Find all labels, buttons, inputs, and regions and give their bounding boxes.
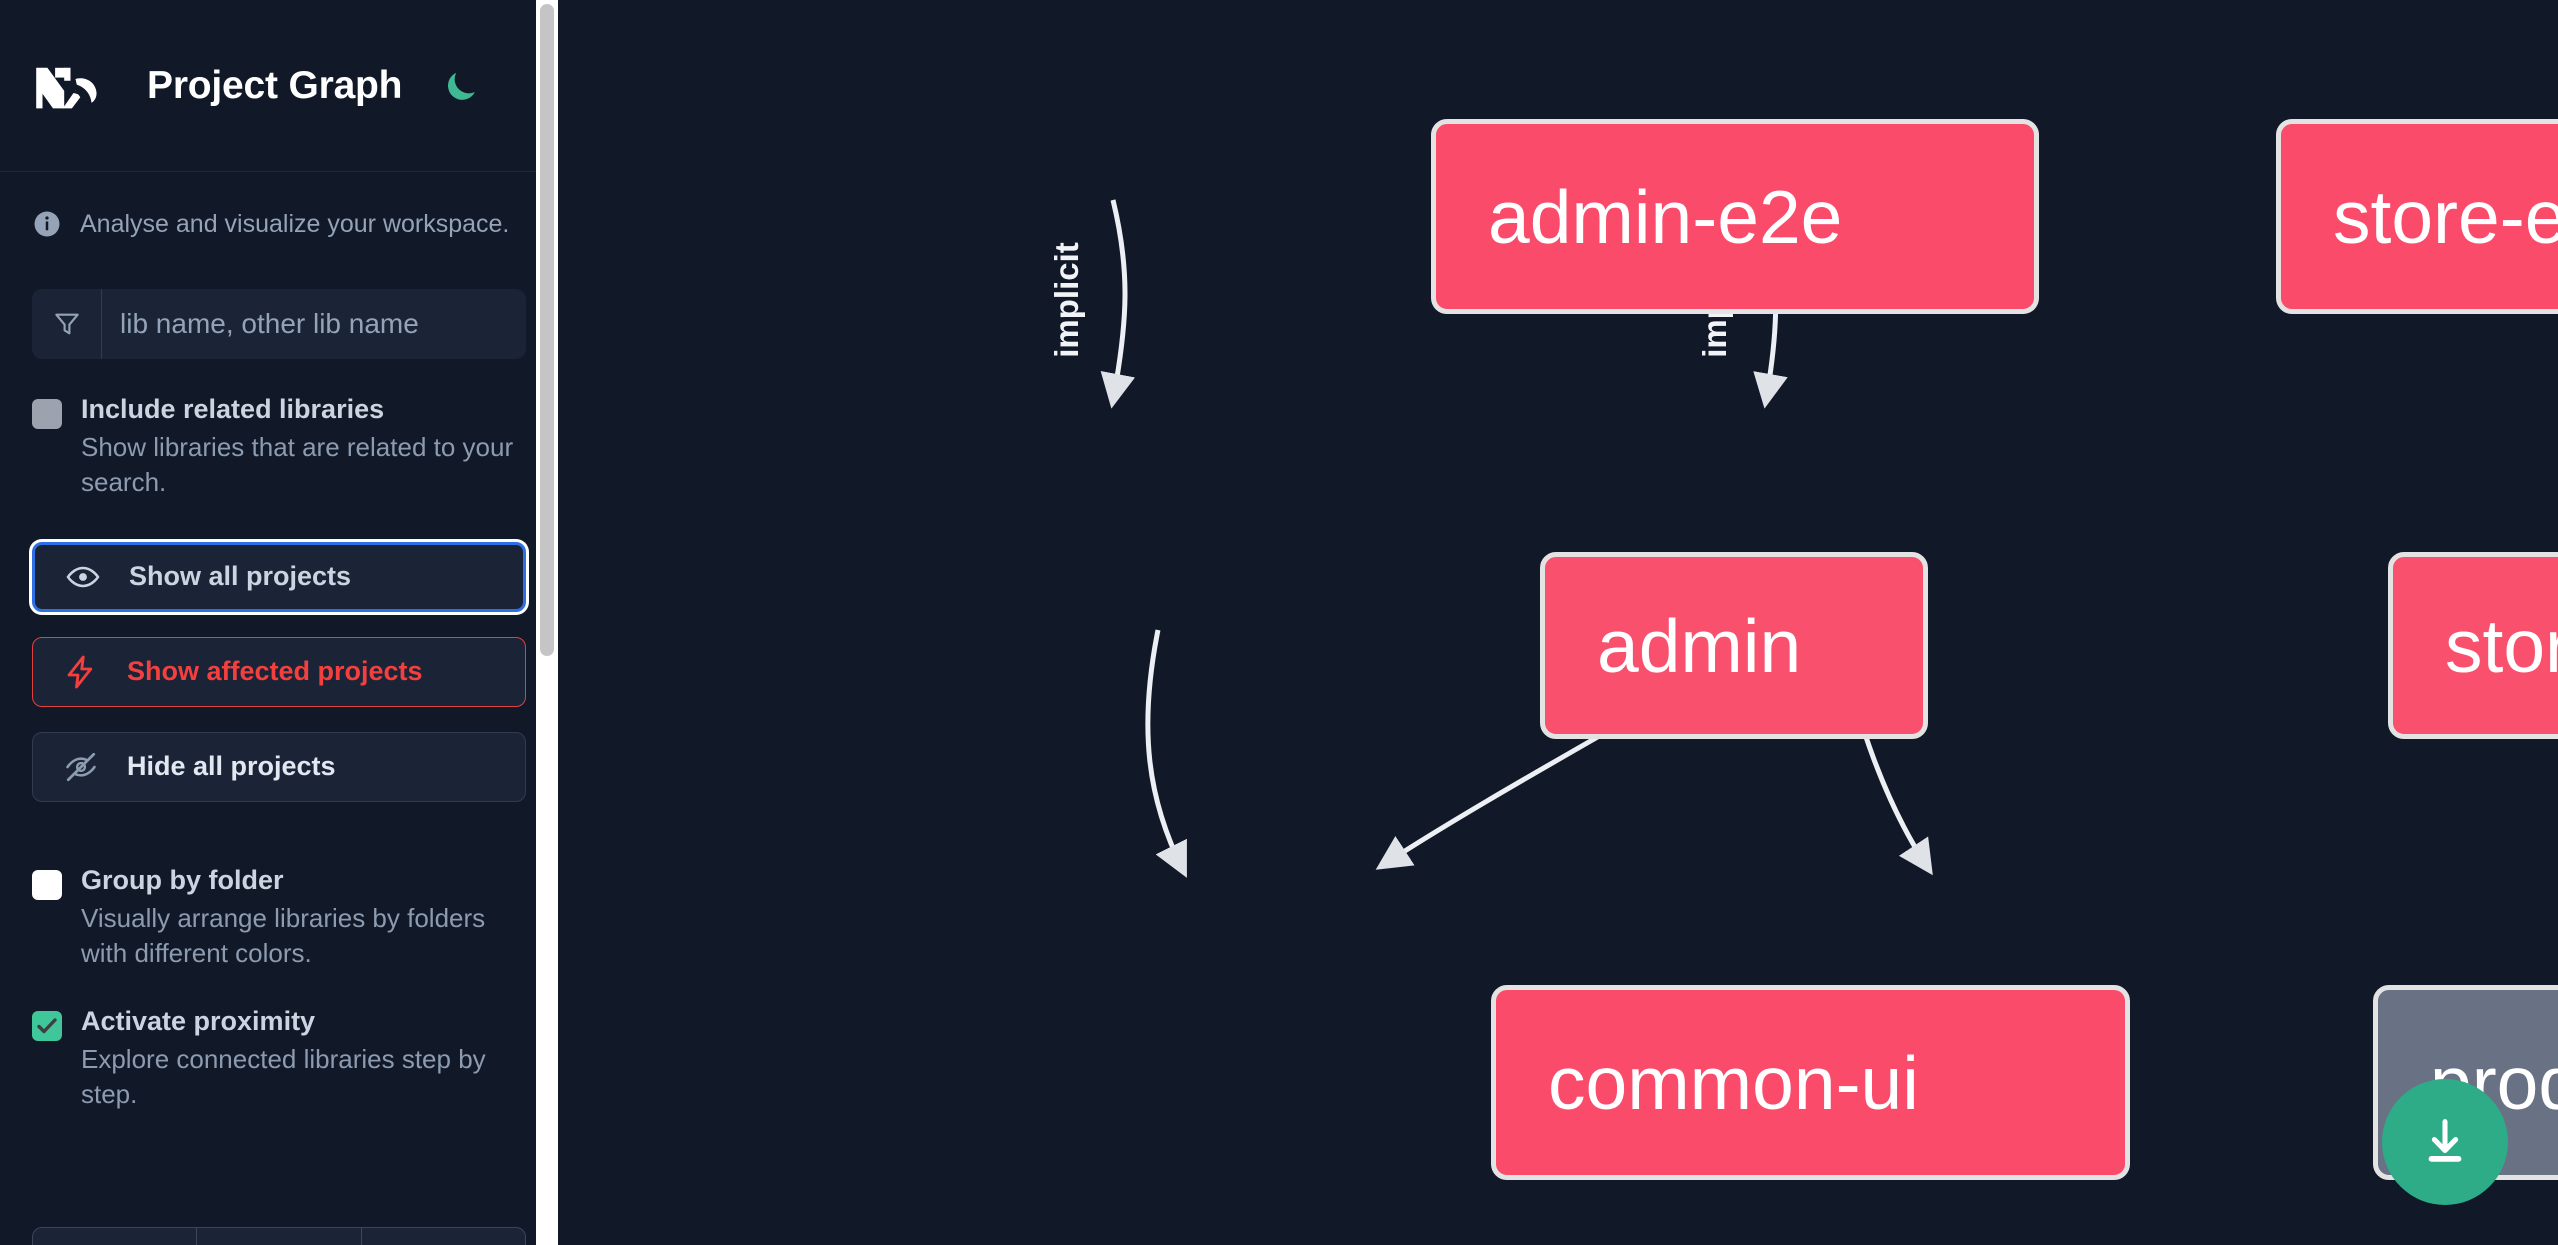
nx-logo-icon <box>32 58 116 114</box>
edge-admin-common-ui <box>1145 629 1187 878</box>
group-by-folder-checkbox[interactable] <box>32 869 62 900</box>
bottom-group-segment-1[interactable] <box>33 1228 198 1245</box>
sidebar: Project Graph Analy <box>0 0 558 1245</box>
analyse-hint: Analyse and visualize your workspace. <box>32 209 526 239</box>
filter-funnel-icon <box>32 289 102 359</box>
page-title: Project Graph <box>147 63 403 107</box>
checkbox-row-group-by-folder[interactable]: Group by folder Visually arrange librari… <box>32 864 526 971</box>
download-image-button[interactable] <box>2382 1079 2508 1205</box>
show-all-projects-button[interactable]: Show all projects <box>32 541 526 612</box>
activate-proximity-label: Activate proximity <box>81 1005 316 1036</box>
graph-node-label: store-e2e <box>2333 174 2558 259</box>
edge-admin-e2e-admin <box>1100 199 1136 409</box>
activate-proximity-checkbox[interactable] <box>32 1010 62 1041</box>
info-icon <box>32 209 62 239</box>
eye-off-icon <box>63 749 99 785</box>
include-related-libraries-description: Show libraries that are related to your … <box>81 431 514 497</box>
analyse-hint-text: Analyse and visualize your workspace. <box>80 209 510 238</box>
bottom-group-segment-2[interactable] <box>197 1228 362 1245</box>
show-affected-projects-label: Show affected projects <box>127 656 423 687</box>
checkbox-row-activate-proximity[interactable]: Activate proximity Explore connected lib… <box>32 1005 526 1112</box>
activate-proximity-description: Explore connected libraries step by step… <box>81 1043 486 1109</box>
graph-node-admin[interactable]: admin <box>1540 552 1928 739</box>
graph-node-label: admin <box>1597 603 1802 688</box>
bottom-button-group[interactable] <box>32 1227 526 1245</box>
sidebar-scroll-area[interactable]: Project Graph Analy <box>0 0 558 1245</box>
include-related-libraries-label: Include related libraries <box>81 394 385 424</box>
download-icon <box>2416 1112 2474 1173</box>
group-by-folder-label: Group by folder <box>81 864 284 895</box>
sidebar-scrollbar-thumb[interactable] <box>540 4 554 656</box>
show-affected-projects-button[interactable]: Show affected projects <box>32 636 526 707</box>
search-input[interactable] <box>102 289 526 359</box>
eye-icon <box>65 559 101 595</box>
project-graph-canvas[interactable]: implicit implicit admin-e2e store-e2e ad… <box>558 0 2558 1245</box>
edge-label-implicit-admin: implicit <box>1048 242 1085 358</box>
include-related-libraries-checkbox[interactable] <box>32 399 62 429</box>
hide-all-projects-button[interactable]: Hide all projects <box>32 731 526 802</box>
graph-node-common-ui[interactable]: common-ui <box>1491 985 2130 1180</box>
group-by-folder-description: Visually arrange libraries by folders wi… <box>81 902 486 968</box>
graph-node-label: store <box>2445 603 2558 688</box>
lightning-bolt-icon <box>63 654 99 690</box>
graph-node-admin-e2e[interactable]: admin-e2e <box>1431 119 2039 314</box>
sidebar-scrollbar[interactable] <box>536 0 558 1245</box>
bottom-group-segment-3[interactable] <box>362 1228 525 1245</box>
graph-node-store-e2e[interactable]: store-e2e <box>2276 119 2558 314</box>
hide-all-projects-label: Hide all projects <box>127 751 336 782</box>
sidebar-header: Project Graph <box>0 0 558 172</box>
graph-node-label: common-ui <box>1548 1040 1919 1125</box>
checkbox-row-include-related-libraries[interactable]: Include related libraries Show libraries… <box>32 393 526 500</box>
graph-node-store[interactable]: store <box>2388 552 2558 739</box>
moon-icon[interactable] <box>440 65 482 107</box>
graph-node-label: admin-e2e <box>1488 174 1843 259</box>
sidebar-body: Analyse and visualize your workspace. In… <box>0 209 558 1112</box>
filter-search-box[interactable] <box>32 289 526 359</box>
show-all-projects-label: Show all projects <box>129 561 352 592</box>
